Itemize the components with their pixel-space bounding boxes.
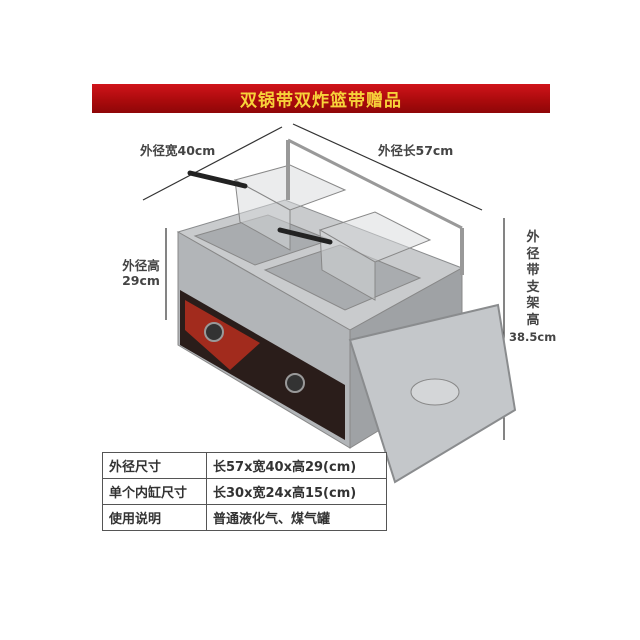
- lid-handle: [410, 378, 460, 406]
- spec-key: 使用说明: [102, 504, 207, 531]
- left-basket-side: [234, 179, 291, 251]
- table-row: 单个内缸尺寸长30x宽24x高15(cm): [102, 478, 387, 505]
- stand-height-value: 38.5cm: [509, 330, 557, 344]
- spec-value: 长30x宽24x高15(cm): [206, 478, 387, 505]
- height-label-line2: 29cm: [122, 273, 160, 288]
- width-dimension-line: [142, 126, 283, 201]
- spec-value: 普通液化气、煤气罐: [206, 504, 387, 531]
- left-basket-handle: [187, 170, 248, 189]
- table-row: 使用说明普通液化气、煤气罐: [102, 504, 387, 531]
- height-label-line1: 外径高: [122, 258, 160, 273]
- stand-height-label: 外 径 带 支 架 高 38.5cm: [509, 230, 556, 346]
- length-label: 外径长57cm: [378, 143, 454, 158]
- spec-key: 单个内缸尺寸: [102, 478, 207, 505]
- left-knob: [204, 322, 224, 342]
- right-knob: [285, 373, 305, 393]
- spec-value: 长57x宽40x高29(cm): [206, 452, 387, 479]
- stand-char: 高: [526, 312, 540, 328]
- right-basket-side: [319, 229, 376, 301]
- width-label: 外径宽40cm: [140, 143, 216, 158]
- right-basket-handle: [277, 227, 333, 245]
- basket-rack: [287, 138, 463, 230]
- banner-title: 双锅带双炸篮带赠品: [240, 91, 402, 111]
- stand-char: 外: [526, 230, 540, 245]
- stand-char: 架: [526, 296, 540, 311]
- height-label: 外径高 29cm: [116, 258, 166, 288]
- stand-char: 支: [526, 279, 540, 295]
- spec-table: 外径尺寸长57x宽40x高29(cm) 单个内缸尺寸长30x宽24x高15(cm…: [102, 452, 387, 531]
- title-banner: 双锅带双炸篮带赠品: [92, 84, 550, 113]
- stand-char: 径: [526, 246, 540, 262]
- table-row: 外径尺寸长57x宽40x高29(cm): [102, 452, 387, 479]
- stand-char: 带: [526, 263, 540, 278]
- spec-key: 外径尺寸: [102, 452, 207, 479]
- length-dimension-line: [292, 123, 483, 211]
